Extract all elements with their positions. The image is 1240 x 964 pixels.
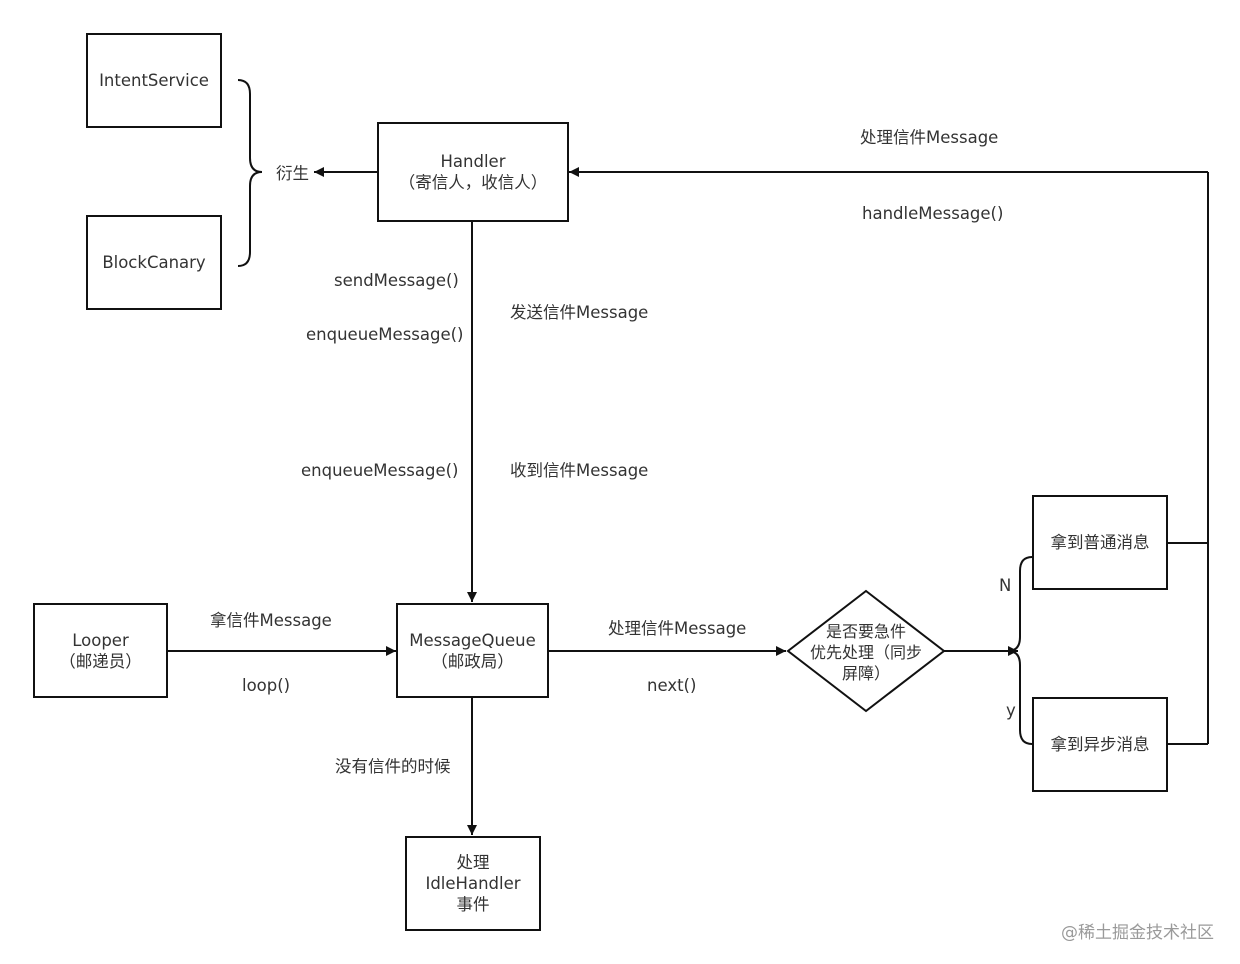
decision-line1: 是否要急件 — [825, 622, 906, 641]
take-letter-label: 拿信件Message — [210, 611, 332, 630]
handle-message-label: handleMessage() — [862, 204, 1004, 223]
branch-y-label: y — [1006, 701, 1016, 720]
decision-line3: 屏障） — [841, 664, 890, 683]
handler-box: Handler （寄信人，收信人） — [377, 122, 569, 222]
message-queue-subtitle: （邮政局） — [431, 651, 514, 671]
normal-message-box: 拿到普通消息 — [1032, 495, 1168, 590]
intent-service-label: IntentService — [99, 71, 209, 90]
async-message-box: 拿到异步消息 — [1032, 697, 1168, 792]
block-canary-label: BlockCanary — [102, 253, 206, 272]
enqueue-message-label-1: enqueueMessage() — [306, 325, 464, 344]
message-queue-box: MessageQueue （邮政局） — [396, 603, 549, 698]
process-letter-mid-label: 处理信件Message — [608, 619, 747, 638]
handler-title: Handler — [440, 152, 506, 171]
message-queue-title: MessageQueue — [409, 630, 536, 650]
process-letter-top-label: 处理信件Message — [860, 128, 999, 147]
send-letter-label: 发送信件Message — [510, 303, 649, 322]
next-label: next() — [647, 676, 697, 695]
idle-handler-line3: 事件 — [456, 895, 490, 914]
decision-diamond — [786, 589, 946, 713]
receive-letter-label: 收到信件Message — [510, 461, 649, 480]
intent-service-box: IntentService — [86, 33, 222, 128]
branch-n-label: N — [999, 576, 1012, 595]
no-letter-label: 没有信件的时候 — [335, 757, 451, 776]
enqueue-message-label-2: enqueueMessage() — [301, 461, 459, 480]
looper-box: Looper （邮递员） — [33, 603, 168, 698]
looper-title: Looper — [72, 630, 129, 650]
block-canary-box: BlockCanary — [86, 215, 222, 310]
handler-subtitle: （寄信人，收信人） — [398, 173, 548, 192]
decision-line2: 优先处理（同步 — [809, 643, 922, 662]
watermark: @稀土掘金技术社区 — [1061, 923, 1214, 943]
idle-handler-line1: 处理 — [456, 853, 490, 872]
looper-subtitle: （邮递员） — [59, 651, 142, 671]
async-message-label: 拿到异步消息 — [1050, 735, 1150, 754]
idle-handler-line2: IdleHandler — [425, 874, 521, 893]
branch-brace — [1007, 556, 1033, 745]
derive-label: 衍生 — [276, 164, 309, 183]
normal-message-label: 拿到普通消息 — [1050, 533, 1150, 552]
loop-label: loop() — [242, 676, 291, 695]
decision-text: 是否要急件 优先处理（同步 屏障） — [790, 621, 942, 684]
idle-handler-box: 处理 IdleHandler 事件 — [405, 836, 541, 931]
send-message-label: sendMessage() — [334, 271, 459, 290]
curly-brace — [237, 79, 263, 267]
